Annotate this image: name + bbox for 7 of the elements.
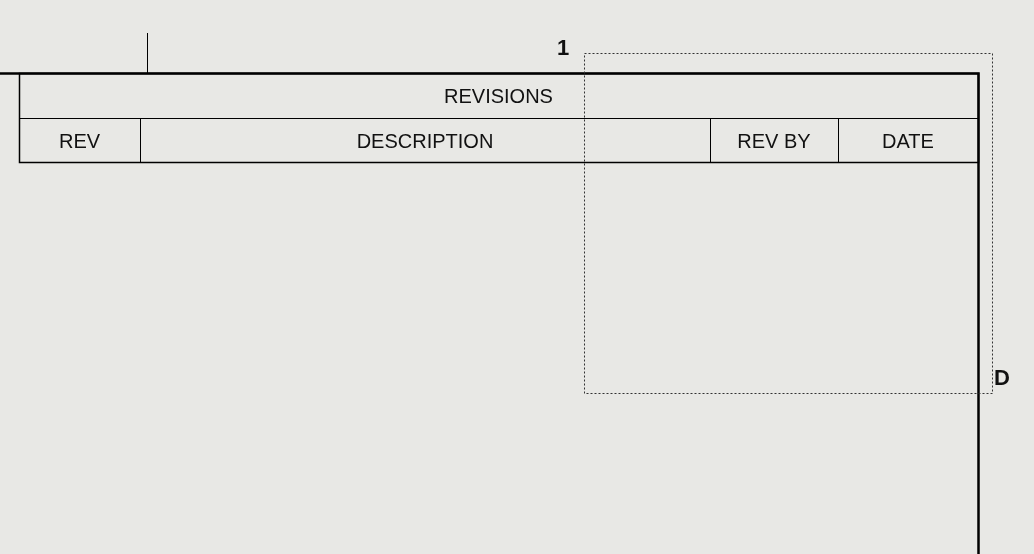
table-title: REVISIONS bbox=[443, 83, 554, 109]
zone-number: 1 bbox=[555, 34, 571, 62]
column-header: REV BY bbox=[736, 128, 812, 154]
column-header: DESCRIPTION bbox=[355, 128, 495, 154]
zone-letter: D bbox=[993, 364, 1011, 392]
column-header: REV bbox=[57, 128, 102, 154]
column-header: DATE bbox=[881, 128, 935, 154]
